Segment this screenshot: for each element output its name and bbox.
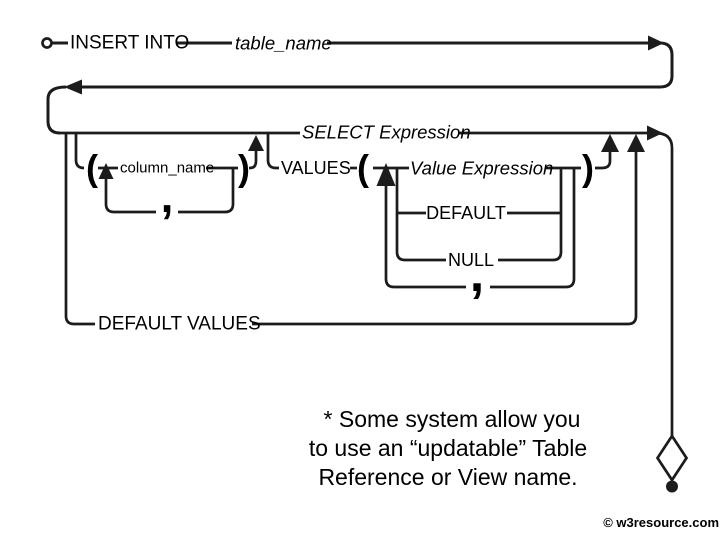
- rail-wrap-right: [80, 41, 674, 89]
- keyword-null: NULL: [448, 250, 494, 270]
- branch-down: [266, 133, 279, 170]
- close-paren: ): [582, 148, 594, 189]
- branch-down: [74, 133, 85, 170]
- values-group: [266, 133, 619, 289]
- comma-separator: ,: [470, 245, 484, 303]
- comma-separator: ,: [161, 170, 174, 222]
- alternative-branch: [395, 167, 406, 262]
- column-list-group: [74, 133, 264, 214]
- top-rail: [46, 35, 674, 135]
- footnote-line-1: * Some system allow you: [324, 406, 581, 432]
- return-line: [252, 152, 638, 326]
- keyword-default-values: DEFAULT VALUES: [98, 314, 261, 335]
- comma-loop-left: [384, 184, 466, 289]
- arrow-up-icon: [248, 135, 264, 151]
- arrow-up-icon: [601, 134, 619, 152]
- start-terminal-icon: [41, 37, 53, 49]
- comma-loop-right: [178, 168, 235, 214]
- open-paren: (: [86, 148, 98, 189]
- comma-loop-left: [104, 176, 156, 214]
- end-dot-icon: [666, 480, 678, 493]
- close-paren: ): [238, 148, 250, 189]
- arrow-right-icon: [648, 35, 664, 51]
- keyword-insert-into: INSERT INTO: [70, 33, 189, 54]
- arrow-up-icon: [627, 134, 645, 152]
- keyword-values: VALUES: [281, 158, 351, 178]
- diamond-terminal-icon: [655, 433, 689, 483]
- keyword-default: DEFAULT: [426, 203, 506, 223]
- end-terminal: [655, 433, 689, 493]
- exit-up: [595, 152, 612, 170]
- rail-wrap-left: [46, 85, 67, 135]
- arrow-up-icon: [376, 163, 396, 186]
- watermark: © w3resource.com: [603, 515, 719, 530]
- footnote: * Some system allow you to use an “updat…: [309, 406, 587, 490]
- default-values-branch: [64, 133, 645, 326]
- main-rail: [58, 125, 674, 436]
- footnote-line-3: Reference or View name.: [318, 464, 577, 490]
- rail-output-line: [654, 131, 674, 436]
- exit-up: [249, 150, 258, 170]
- footnote-line-2: to use an “updatable” Table: [309, 435, 587, 461]
- placeholder-value-expression: Value Expression: [410, 158, 553, 179]
- arrow-up-icon: [98, 163, 114, 179]
- open-paren: (: [357, 148, 369, 189]
- null-row-right-merge: [498, 168, 563, 262]
- branch-down: [64, 133, 95, 326]
- branch-select-expression: SELECT Expression: [302, 122, 471, 143]
- arrow-left-icon: [64, 79, 82, 95]
- placeholder-table-name: table_name: [235, 33, 332, 54]
- placeholder-column-name: column_name: [120, 160, 214, 177]
- comma-loop-right: [490, 168, 576, 289]
